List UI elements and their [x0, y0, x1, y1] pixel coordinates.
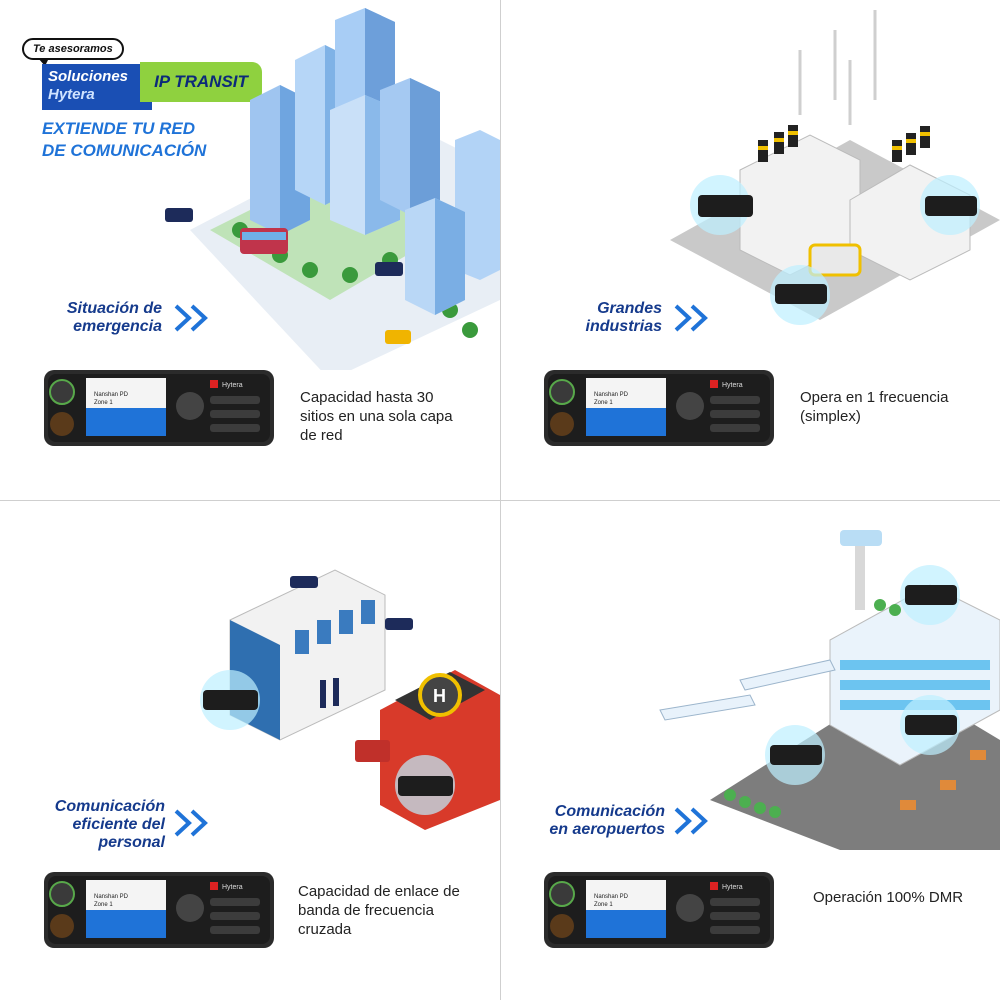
title-line: personal	[98, 834, 165, 851]
radio-brand: Hytera	[222, 382, 243, 389]
panel-caption: Operación 100% DMR	[813, 888, 993, 907]
airport-illustration	[659, 530, 1000, 850]
brand-name-line1: Soluciones	[48, 68, 129, 85]
panel-title: Comunicación en aeropuertos	[530, 803, 665, 839]
radio-brand: Hytera	[222, 884, 243, 891]
panel-title: Grandes industrias	[530, 300, 662, 336]
caption-line: sitios en una sola capa	[300, 408, 453, 425]
city-illustration	[165, 8, 500, 370]
caption-line: banda de frecuencia	[298, 902, 434, 919]
headline: EXTIENDE TU RED DE COMUNICACIÓN	[42, 118, 206, 162]
title-line: industrias	[585, 318, 662, 335]
caption-line: Capacidad hasta 30	[300, 389, 434, 406]
panel-airport: Comunicación en aeropuertos Nanshan PD Z…	[500, 500, 1000, 1000]
panel-title: Comunicación eficiente del personal	[30, 798, 165, 852]
radio-screen-line2: Zone 1	[594, 400, 613, 406]
title-line: Grandes	[597, 300, 662, 317]
panel-caption: Opera en 1 frecuencia (simplex)	[800, 388, 990, 426]
title-line: eficiente del	[72, 816, 165, 833]
svg-text:H: H	[433, 686, 446, 706]
panel-staff: H Comunicación eficiente del personal Na…	[0, 500, 500, 1000]
advice-bubble: Te asesoramos	[22, 38, 124, 66]
title-line: Comunicación	[54, 798, 165, 815]
caption-line: Opera en 1 frecuencia	[800, 389, 949, 406]
buildings	[250, 8, 500, 315]
double-chevron-icon	[174, 809, 208, 837]
panel-title: Situación de emergencia	[30, 300, 162, 336]
title-line: Comunicación	[554, 803, 665, 820]
brand-name-line2: Hytera	[48, 86, 95, 103]
radio-brand: Hytera	[722, 884, 743, 891]
caption-line: Capacidad de enlace de	[298, 883, 460, 900]
radio-screen-line1: Nanshan PD	[94, 894, 129, 900]
caption-line: cruzada	[298, 921, 352, 938]
headline-line2: DE COMUNICACIÓN	[42, 141, 207, 160]
radio-screen-line1: Nanshan PD	[594, 894, 629, 900]
title-line: Situación de	[66, 300, 162, 317]
radio-screen-line2: Zone 1	[594, 902, 613, 908]
double-chevron-icon	[674, 807, 708, 835]
mobile-radio: Nanshan PD Zone 1 Hytera	[44, 370, 274, 446]
title-line: emergencia	[73, 318, 162, 335]
brand-logo: Soluciones Hytera	[42, 64, 152, 110]
double-chevron-icon	[174, 304, 208, 332]
panel-caption: Capacidad de enlace de banda de frecuenc…	[298, 882, 493, 939]
wind-turbines	[798, 10, 877, 125]
headline-line1: EXTIENDE TU RED	[42, 119, 196, 138]
horizontal-divider	[0, 500, 1000, 501]
radio-screen-line1: Nanshan PD	[94, 392, 129, 398]
product-badge: IP TRANSIT	[140, 62, 262, 102]
vehicles	[165, 208, 411, 344]
mobile-radio: Nanshan PD Zone 1 Hytera	[544, 872, 774, 948]
mobile-radio: Nanshan PD Zone 1 Hytera	[44, 872, 274, 948]
caption-line: de red	[300, 427, 343, 444]
radio-screen-line1: Nanshan PD	[594, 392, 629, 398]
double-chevron-icon	[674, 304, 708, 332]
police-fire-illustration: H	[200, 569, 500, 830]
title-line: en aeropuertos	[549, 821, 665, 838]
industry-illustration	[670, 10, 1000, 325]
caption-line: Operación 100% DMR	[813, 889, 964, 906]
radio-screen-line2: Zone 1	[94, 400, 113, 406]
radio-screen-line2: Zone 1	[94, 902, 113, 908]
radio-brand: Hytera	[722, 382, 743, 389]
panel-caption: Capacidad hasta 30 sitios en una sola ca…	[300, 388, 490, 445]
panel-emergency: Te asesoramos Soluciones Hytera IP TRANS…	[0, 0, 500, 500]
panel-industry: Grandes industrias Nanshan PD Zone 1 Hyt…	[500, 0, 1000, 500]
caption-line: (simplex)	[800, 408, 861, 425]
mobile-radio: Nanshan PD Zone 1 Hytera	[544, 370, 774, 446]
